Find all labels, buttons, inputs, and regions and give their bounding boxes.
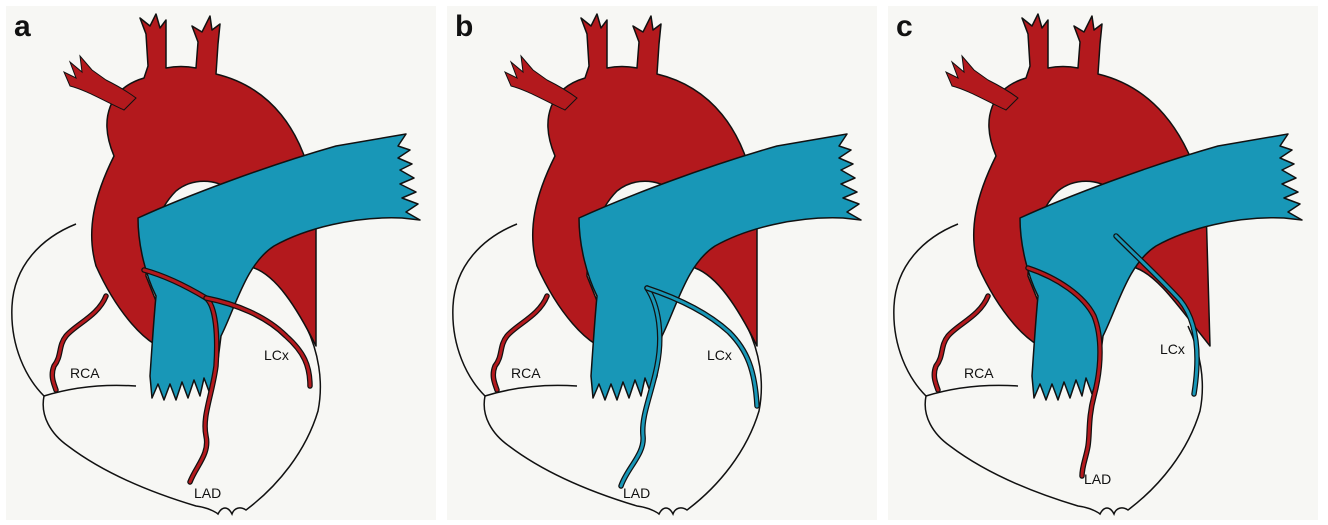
brachiocephalic-branch (64, 56, 136, 110)
lad-label: LAD (1084, 471, 1111, 487)
rca-label: RCA (964, 365, 994, 381)
panel-b: RCA LCx LAD b (447, 6, 877, 520)
heart-diagram-b: RCA LCx LAD (447, 6, 877, 520)
panel-c: RCA LCx LAD c (888, 6, 1318, 520)
rca-label: RCA (70, 365, 100, 381)
rca-label: RCA (511, 365, 541, 381)
lcx-label: LCx (1160, 341, 1185, 357)
brachiocephalic-branch (505, 56, 577, 110)
panel-letter: c (896, 12, 913, 42)
panel-letter: a (14, 12, 31, 42)
brachiocephalic-branch (946, 56, 1018, 110)
lcx-label: LCx (707, 347, 732, 363)
heart-diagram-a: RCA LCx LAD (6, 6, 436, 520)
lcx-label: LCx (264, 347, 289, 363)
lad-label: LAD (623, 485, 650, 501)
heart-diagram-c: RCA LCx LAD (888, 6, 1318, 520)
panel-a: RCA LCx LAD a (6, 6, 436, 520)
panel-letter: b (455, 12, 473, 42)
lad-label: LAD (194, 485, 221, 501)
